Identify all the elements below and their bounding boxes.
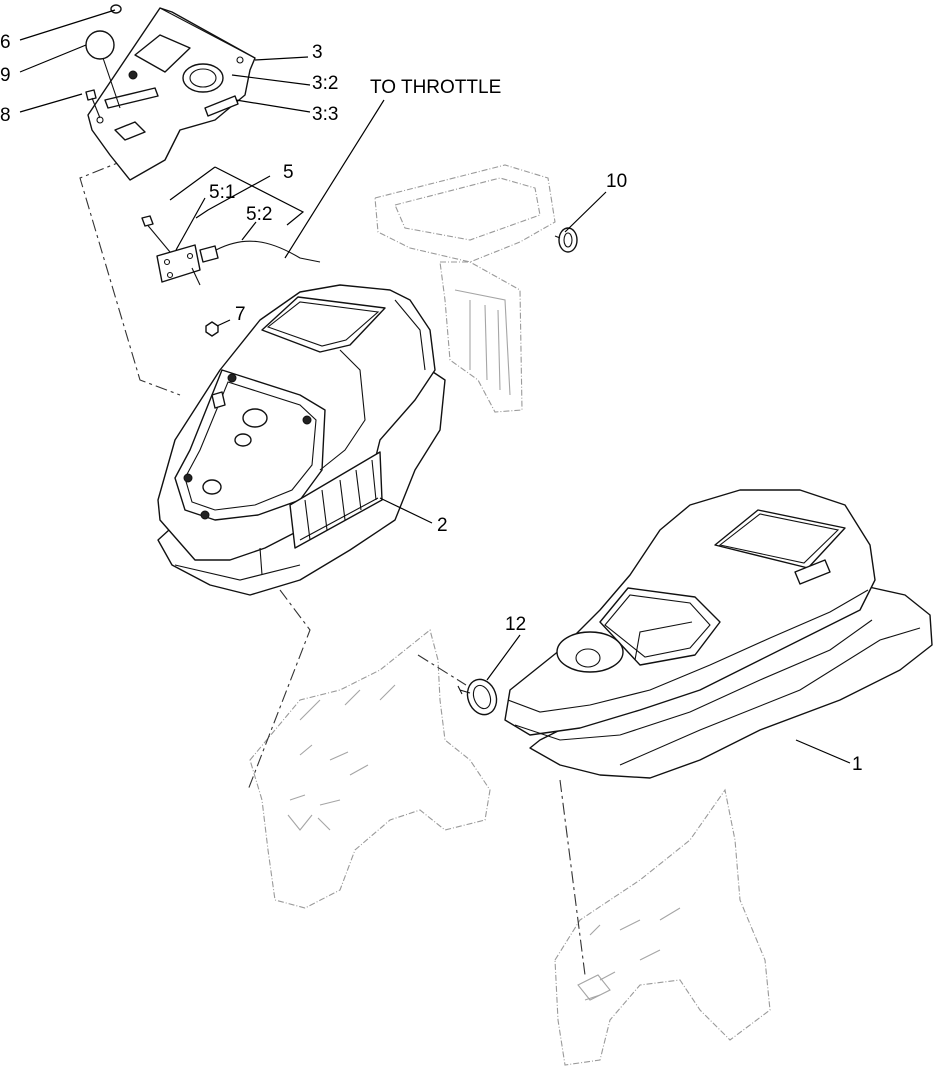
callout-5-1: 5:1 bbox=[209, 182, 235, 203]
phantom-side-panel-right bbox=[554, 788, 771, 1066]
phantom-side-panel-left bbox=[249, 629, 491, 909]
callout-9: 9 bbox=[0, 65, 11, 86]
clamp-part-12 bbox=[457, 678, 498, 716]
console-housing-part-2 bbox=[157, 284, 446, 596]
callout-8: 8 bbox=[0, 105, 11, 126]
callout-12: 12 bbox=[505, 614, 526, 635]
throttle-control-part-5 bbox=[141, 215, 321, 286]
callout-to-throttle: TO THROTTLE bbox=[370, 77, 501, 98]
leader-lines bbox=[19, 9, 851, 764]
alignment-line-upper bbox=[79, 159, 181, 396]
callout-3-2: 3:2 bbox=[312, 73, 338, 94]
alignment-line-lower-left bbox=[247, 589, 311, 791]
callout-5-2: 5:2 bbox=[246, 204, 272, 225]
callout-1: 1 bbox=[852, 754, 863, 775]
console-shroud-part-1 bbox=[504, 489, 933, 779]
callout-10: 10 bbox=[606, 171, 627, 192]
callout-3: 3 bbox=[312, 42, 323, 63]
alignment-line-clamp bbox=[417, 654, 467, 686]
alignment-line-lower-right bbox=[559, 779, 586, 976]
callout-2: 2 bbox=[437, 515, 448, 536]
callout-5: 5 bbox=[283, 162, 294, 183]
small-knob-part-6 bbox=[110, 4, 122, 14]
callout-7: 7 bbox=[235, 304, 246, 325]
control-plate-part-3 bbox=[87, 7, 256, 181]
nut-part-7 bbox=[205, 321, 219, 337]
callout-3-3: 3:3 bbox=[312, 104, 338, 125]
screw-part-8 bbox=[85, 89, 101, 119]
callout-6: 6 bbox=[0, 32, 11, 53]
phantom-frame-bracket bbox=[374, 164, 556, 413]
clip-part-10 bbox=[554, 227, 578, 253]
